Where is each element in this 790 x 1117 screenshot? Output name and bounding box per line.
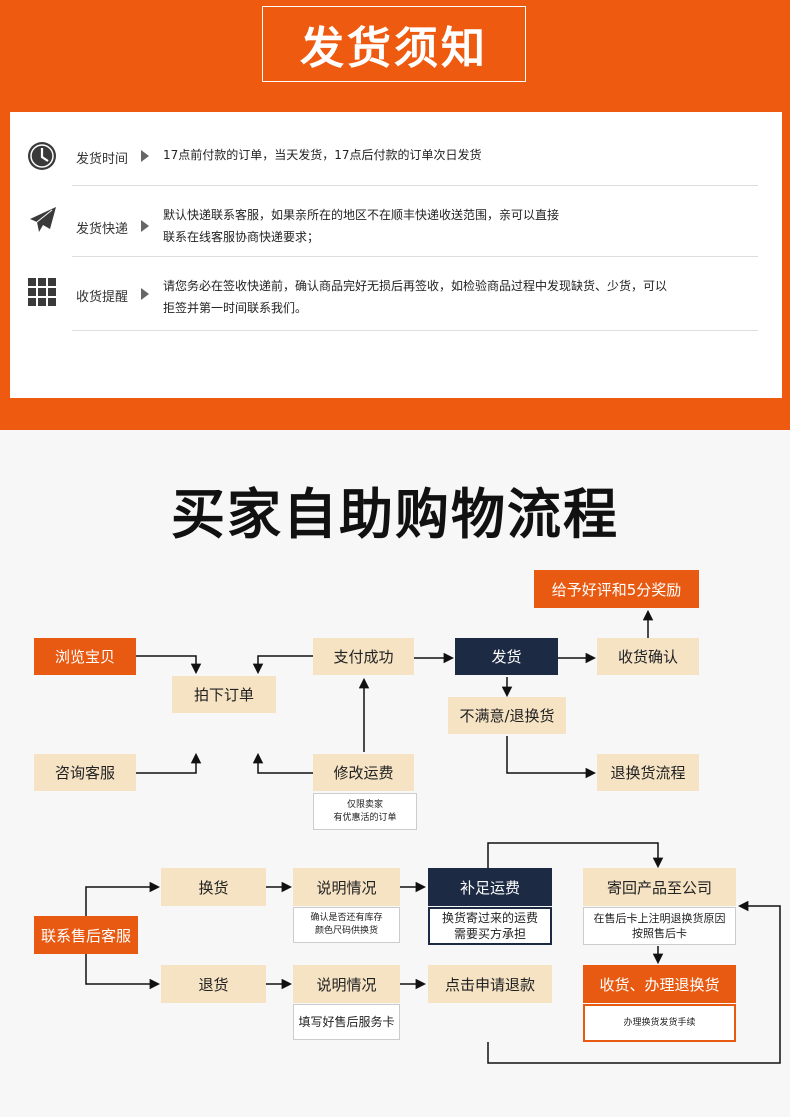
note-send-back: 在售后卡上注明退换货原因 按照售后卡 <box>583 907 736 945</box>
divider <box>72 185 758 186</box>
note-handle: 办理换货发货手续 <box>583 1004 736 1042</box>
flow-title: 买家自助购物流程 <box>171 483 619 546</box>
grid-icon <box>28 278 56 306</box>
notice-text: 请您务必在签收快递前，确认商品完好无损后再签收，如检验商品过程中发现缺货、少货，… <box>163 279 668 315</box>
node-ship: 发货 <box>455 638 558 675</box>
notice-text: 17点前付款的订单，当天发货，17点后付款的订单次日发货 <box>163 148 482 162</box>
node-explain-1: 说明情况 <box>293 868 400 906</box>
node-order: 拍下订单 <box>172 676 276 713</box>
node-refund: 退货 <box>161 965 266 1003</box>
notice-card: 发货时间 17点前付款的订单，当天发货，17点后付款的订单次日发货 发货快递 默… <box>10 112 782 398</box>
node-unsatisfied: 不满意/退换货 <box>448 697 566 734</box>
note-explain-2: 填写好售后服务卡 <box>293 1004 400 1040</box>
notice-label: 收货提醒 <box>76 290 129 305</box>
node-explain-2: 说明情况 <box>293 965 400 1003</box>
node-review: 给予好评和5分奖励 <box>534 570 699 608</box>
node-browse: 浏览宝贝 <box>34 638 136 675</box>
node-contact-service: 联系售后客服 <box>34 916 138 954</box>
node-return-flow: 退换货流程 <box>597 754 699 791</box>
arrow-right-icon <box>141 220 149 232</box>
notice-text: 默认快递联系客服，如果亲所在的地区不在顺丰快递收送范围，亲可以直接 联系在线客服… <box>163 208 560 244</box>
notice-section: 发货须知 发货时间 17点前付款的订单，当天发货，17点后付款的订单次日发货 发… <box>0 0 790 430</box>
notice-label: 发货快递 <box>76 222 129 237</box>
node-consult: 咨询客服 <box>34 754 136 791</box>
node-pay: 支付成功 <box>313 638 414 675</box>
notice-title: 发货须知 <box>262 6 526 82</box>
node-send-back: 寄回产品至公司 <box>583 868 736 906</box>
note-explain-1: 确认是否还有库存 颜色尺码供换货 <box>293 907 400 943</box>
node-receive: 收货确认 <box>597 638 699 675</box>
arrow-right-icon <box>141 288 149 300</box>
node-handle: 收货、办理退换货 <box>583 965 736 1003</box>
arrow-right-icon <box>141 150 149 162</box>
airplane-icon <box>30 207 56 232</box>
node-apply-refund: 点击申请退款 <box>428 965 552 1003</box>
node-exchange: 换货 <box>161 868 266 906</box>
node-modify-fee: 修改运费 <box>313 754 414 791</box>
clock-icon <box>28 142 56 170</box>
note-modify-fee: 仅限卖家 有优惠活的订单 <box>313 793 417 830</box>
notice-label: 发货时间 <box>76 152 129 167</box>
divider <box>72 256 758 257</box>
note-add-fee: 换货寄过来的运费 需要买方承担 <box>428 907 552 945</box>
divider <box>72 330 758 331</box>
node-add-fee: 补足运费 <box>428 868 552 906</box>
